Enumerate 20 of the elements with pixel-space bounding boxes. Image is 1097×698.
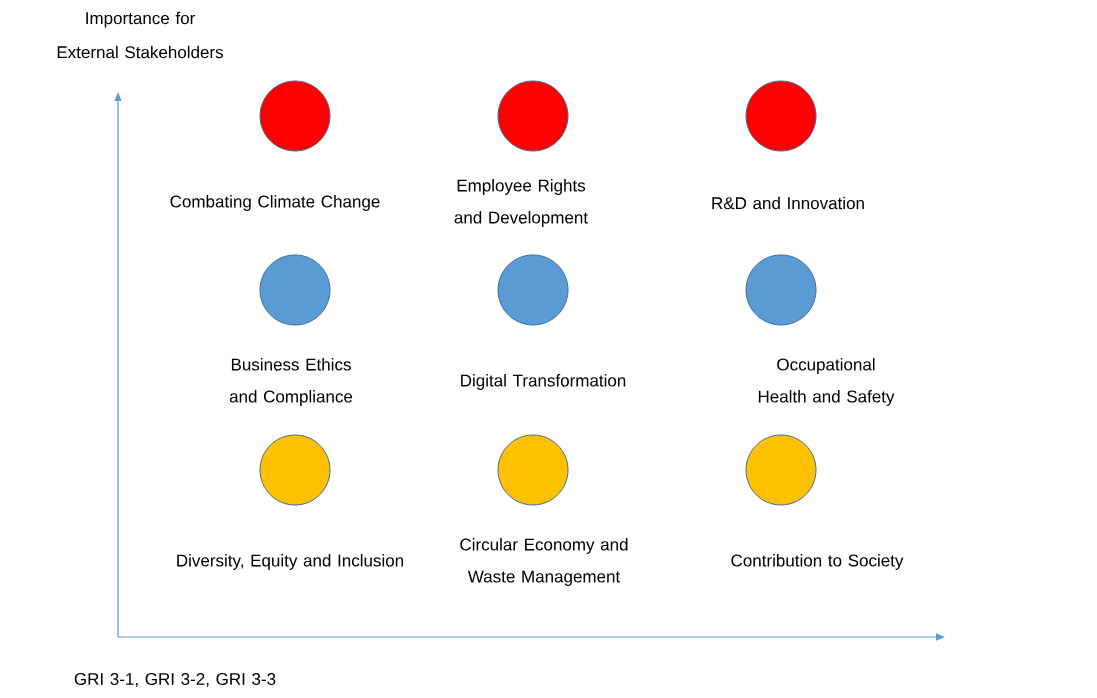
circle-marker [259, 80, 331, 152]
topic-label: Contribution to Society [731, 554, 904, 570]
circle-marker [259, 254, 331, 326]
circle-marker [497, 254, 569, 326]
circle-marker [745, 434, 817, 506]
circle-marker [745, 80, 817, 152]
reference-note: GRI 3-1, GRI 3-2, GRI 3-3 [74, 672, 276, 687]
topic-label: Employee Rights and Development [454, 179, 588, 227]
topic-label: Diversity, Equity and Inclusion [177, 554, 403, 570]
circle-marker [497, 80, 569, 152]
axis-label: Importance for External Stakeholders [57, 11, 223, 59]
circle-marker [745, 254, 817, 326]
topic-label: R&D and Innovation [712, 196, 864, 210]
topic-label: Digital Transformation [461, 374, 626, 390]
circle-marker [259, 434, 331, 506]
circle-marker [497, 434, 569, 506]
topic-label: Circular Economy and Waste Management [460, 538, 628, 586]
topic-label: Business Ethics and Compliance [229, 358, 353, 406]
topic-label: Combating Climate Change [170, 195, 380, 211]
topic-label: Occupational Health and Safety [758, 358, 895, 406]
